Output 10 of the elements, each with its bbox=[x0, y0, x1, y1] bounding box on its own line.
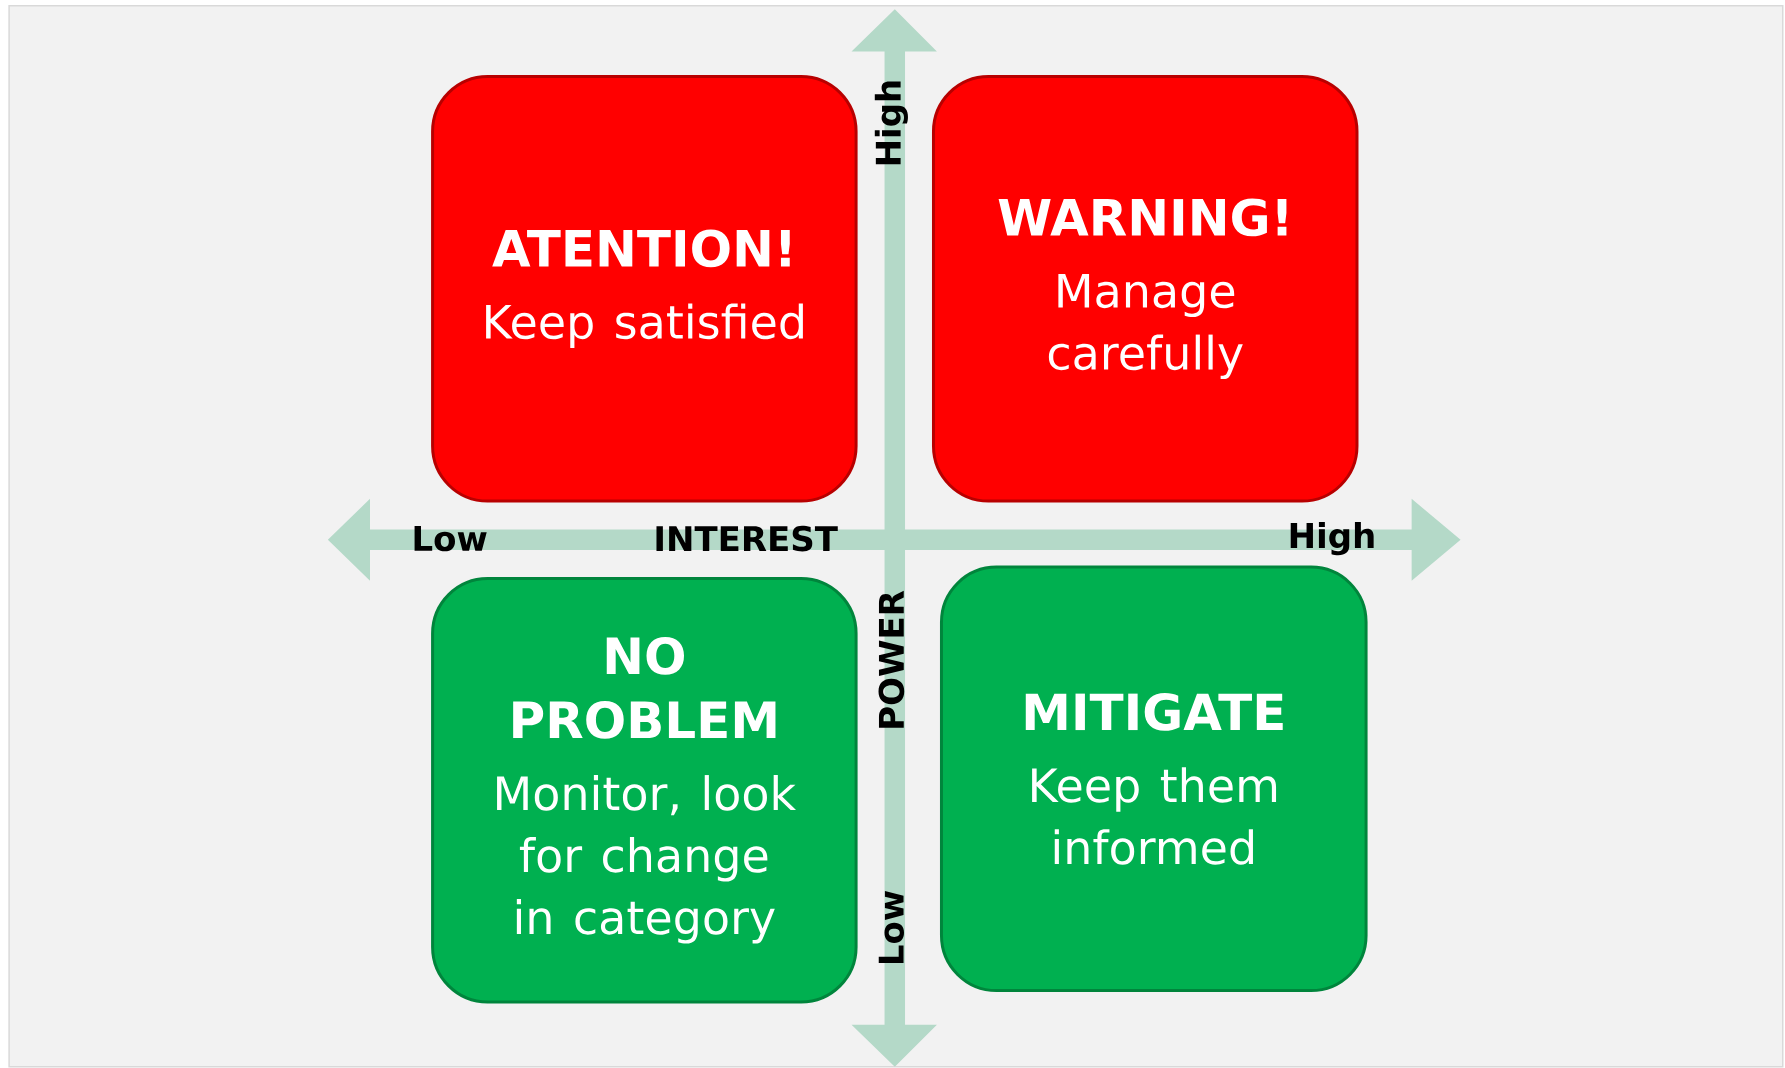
quadrant-box: MITIGATE Keep them informed bbox=[939, 565, 1368, 993]
axis-label: Low bbox=[414, 526, 487, 552]
quadrant-box: WARNING! Manage carefully bbox=[932, 74, 1359, 503]
axis-label: Low bbox=[878, 890, 904, 964]
axis-title: INTEREST bbox=[656, 525, 838, 552]
axis-title: POWER bbox=[878, 590, 905, 728]
axis-label: High bbox=[1290, 522, 1374, 556]
quadrant-box: NO PROBLEM Monitor, look for change in category bbox=[431, 576, 858, 1004]
quadrant-box: ATENTION! Keep satisfied bbox=[431, 74, 858, 503]
axis-label: High bbox=[874, 81, 908, 165]
